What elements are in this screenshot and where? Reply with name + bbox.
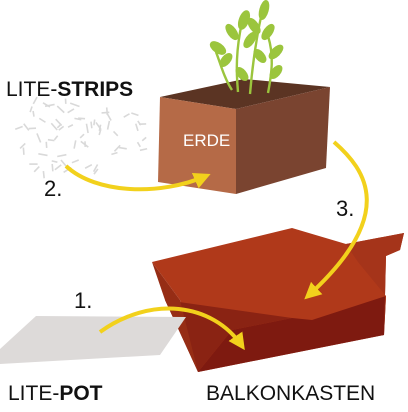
strip-particle [38, 117, 46, 123]
strip-particle [141, 136, 147, 142]
strip-particle [22, 147, 25, 155]
strip-particle [58, 125, 65, 131]
strip-particle [131, 112, 139, 117]
strip-particle [54, 164, 62, 171]
strip-particle [29, 106, 33, 113]
strip-particle [19, 142, 26, 150]
strip-particle [33, 166, 40, 173]
strip-particle [118, 146, 127, 150]
step-3-number: 3. [336, 196, 354, 221]
strip-particle [32, 110, 35, 117]
arrow-step-2 [64, 164, 211, 192]
strip-particle [139, 147, 148, 152]
strip-particle [71, 159, 79, 164]
arrow-step-1 [98, 306, 245, 351]
strip-particle [101, 111, 110, 114]
strip-particle [106, 120, 111, 130]
strip-particle [95, 121, 102, 131]
strip-particle [53, 135, 59, 141]
strip-particle [50, 122, 58, 131]
strip-particle [42, 171, 45, 179]
balkonkasten-planter [152, 228, 404, 372]
strip-particle [23, 123, 30, 131]
strip-particle [137, 120, 142, 126]
lite-strips-label: LITE-STRIPS [6, 78, 133, 101]
strip-particle [67, 108, 75, 114]
erde-label: ERDE [183, 131, 230, 150]
planter-inner-floor [165, 300, 292, 372]
strip-particle [84, 163, 93, 169]
strip-particle [56, 123, 62, 129]
planter-inner-shadow [198, 296, 386, 372]
strip-particle [93, 168, 99, 175]
strip-particle [98, 129, 102, 136]
strip-particle [106, 112, 112, 121]
strip-particle [111, 151, 118, 156]
strip-particle [38, 153, 48, 157]
strip-particle [28, 127, 37, 130]
soil-top [160, 79, 330, 109]
strip-particle [67, 124, 74, 128]
strip-particle [36, 133, 42, 143]
strip-particle [51, 163, 54, 172]
strip-particle [42, 102, 51, 108]
strip-particle [74, 117, 82, 121]
strip-particle [47, 138, 55, 142]
strip-particle [92, 164, 99, 173]
lite-pot-plate [0, 316, 186, 364]
strip-particle [79, 133, 85, 139]
strip-particle [69, 102, 80, 108]
plant-icon [209, 0, 284, 95]
strip-particle [135, 123, 139, 132]
strip-particle [93, 119, 96, 126]
strip-particle [29, 163, 38, 165]
strip-particle [60, 159, 68, 168]
planter-end [346, 233, 404, 335]
step-1-number: 1. [74, 288, 92, 313]
step-2-number: 2. [44, 176, 62, 201]
strip-particle [14, 125, 23, 131]
lite-strips-particles [14, 96, 148, 179]
strip-particle [73, 140, 77, 149]
strip-particle [123, 113, 130, 118]
strip-particle [136, 141, 141, 148]
soil-block [158, 79, 330, 194]
strip-particle [45, 141, 48, 149]
strip-particle [113, 144, 121, 152]
strip-particle [51, 160, 58, 163]
strip-particle [112, 130, 119, 137]
strip-particle [57, 153, 67, 158]
strip-particle [85, 123, 89, 134]
strip-particle [32, 96, 38, 105]
soil-side [236, 87, 330, 194]
strip-particle [56, 105, 65, 114]
balkonkasten-label: BALKONKASTEN [206, 382, 375, 405]
strip-particle [90, 121, 93, 129]
soil-front [158, 97, 236, 194]
lite-pot-label: LITE-POT [8, 382, 103, 405]
arrow-step-3 [304, 140, 369, 300]
strip-particle [64, 98, 67, 104]
strip-particle [80, 140, 89, 148]
